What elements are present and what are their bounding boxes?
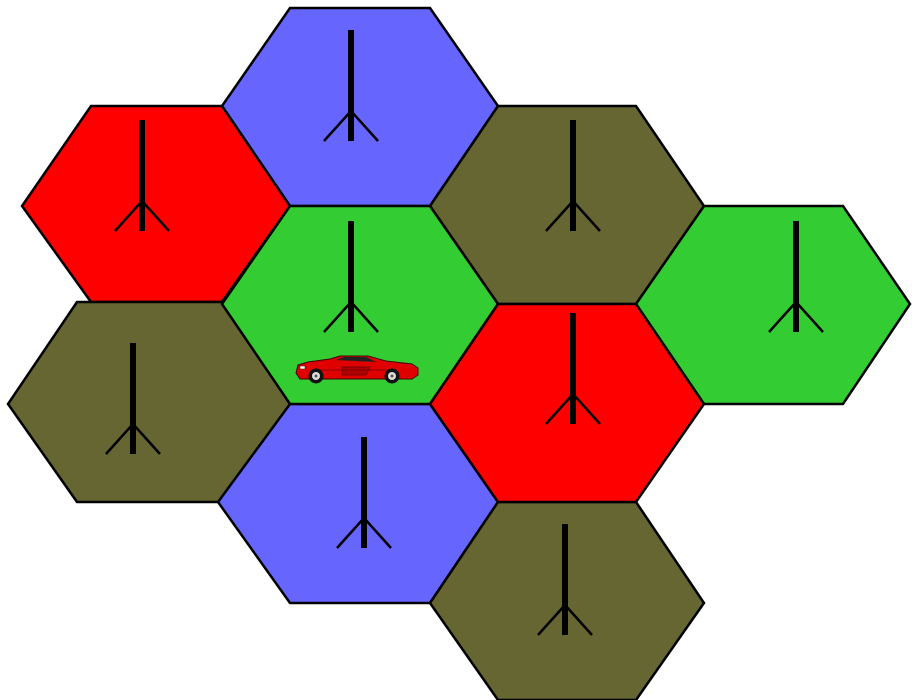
car-side-vent [342,367,370,375]
car-rear-wheel [385,369,400,384]
car-front-wheel [309,369,324,384]
